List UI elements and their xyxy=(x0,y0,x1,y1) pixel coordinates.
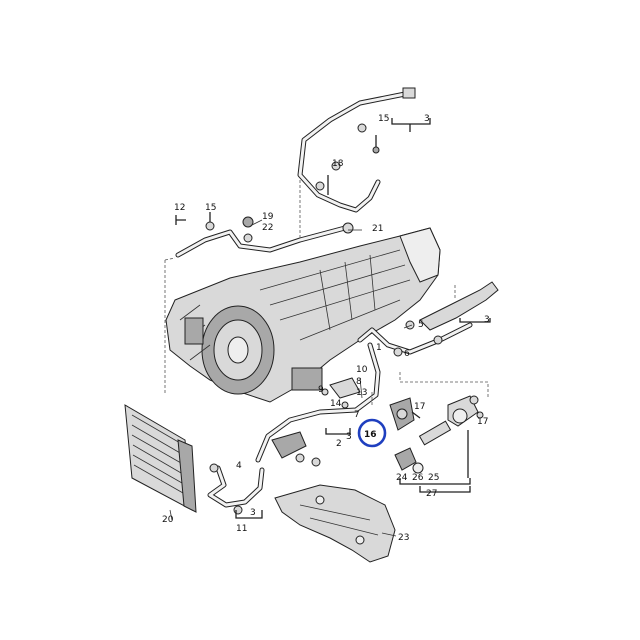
part-label: 3 xyxy=(250,508,256,518)
valve-assembly xyxy=(389,395,484,474)
left-cooler-pipe xyxy=(175,212,354,258)
heat-shield xyxy=(274,484,396,563)
right-return-hose xyxy=(357,281,499,357)
upper-cooler-pipe xyxy=(297,87,416,213)
part-label: 25 xyxy=(428,473,439,483)
part-label: 20 xyxy=(162,515,174,525)
part-label: 27 xyxy=(426,489,437,499)
part-label: 12 xyxy=(174,203,185,213)
part-label: 13 xyxy=(356,388,367,398)
mounting-bracket-group xyxy=(321,377,363,409)
part-label: 9 xyxy=(318,385,324,395)
label-leaders xyxy=(169,219,413,537)
leader-lines xyxy=(164,180,489,405)
lower-cooler-pipe xyxy=(207,342,381,515)
part-label: 4 xyxy=(236,461,242,471)
part-label: 18 xyxy=(332,159,344,169)
part-label: 21 xyxy=(372,224,383,234)
part-label: 3 xyxy=(346,432,352,442)
part-label: 3 xyxy=(484,315,490,325)
part-label: 24 xyxy=(396,473,408,483)
part-label: 7 xyxy=(354,410,360,420)
part-number-labels: 3 15 18 12 15 19 22 21 3 5 1 6 10 8 9 13… xyxy=(162,114,490,543)
part-label: 8 xyxy=(356,377,362,387)
part-label: 5 xyxy=(418,320,424,330)
part-label: 15 xyxy=(205,203,216,213)
part-label: 6 xyxy=(404,349,410,359)
transmission-housing xyxy=(165,227,441,403)
highlight-circle xyxy=(357,418,387,448)
part-label: 1 xyxy=(376,343,382,353)
part-label: 17 xyxy=(477,417,488,427)
part-label: 17 xyxy=(414,402,425,412)
part-label: 3 xyxy=(424,114,430,124)
part-label: 15 xyxy=(378,114,389,124)
highlighted-part-label: 16 xyxy=(364,430,377,440)
part-label: 10 xyxy=(356,365,368,375)
highlighted-part-marker[interactable]: 16 xyxy=(357,418,387,448)
part-label: 11 xyxy=(236,524,247,534)
part-label: 2 xyxy=(336,439,342,449)
oil-cooler xyxy=(124,404,197,513)
part-label: 23 xyxy=(398,533,409,543)
part-label: 22 xyxy=(262,223,273,233)
label-brackets xyxy=(175,118,491,519)
part-label: 14 xyxy=(330,399,342,409)
part-label: 26 xyxy=(412,473,424,483)
part-label: 19 xyxy=(262,212,274,222)
